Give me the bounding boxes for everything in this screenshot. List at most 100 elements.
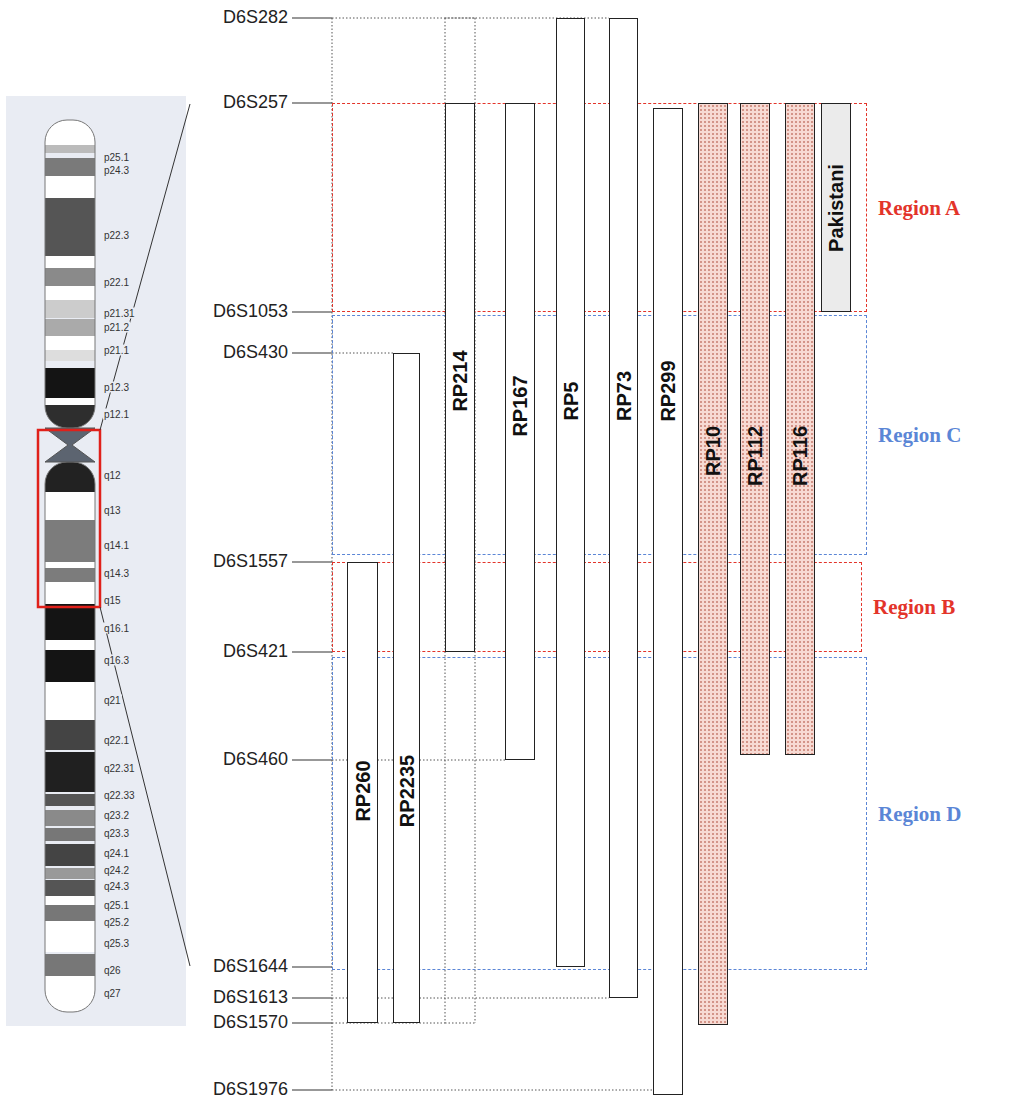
- marker-name: D6S282: [0, 8, 288, 28]
- band-name: p12.1: [103, 409, 130, 420]
- family-label: Pakistani: [826, 164, 846, 252]
- family-interval-bar: RP299: [653, 108, 683, 1095]
- marker-tick: [292, 651, 332, 652]
- chromosome-band: [45, 828, 95, 841]
- band-name: p21.2: [103, 322, 130, 333]
- chromosome-band: [45, 844, 95, 866]
- chromosome-band: [45, 720, 95, 750]
- chromosome-band: [45, 350, 95, 361]
- chromosome-band: [45, 880, 95, 896]
- chromosome-band: [45, 336, 95, 350]
- band-name: q13: [103, 505, 122, 516]
- region-highlight-box: [38, 430, 100, 607]
- band-name: q26: [103, 965, 122, 976]
- band-name: p21.1: [103, 345, 130, 356]
- zoom-line: [100, 607, 190, 966]
- marker-name: D6S257: [0, 93, 288, 113]
- family-label: RP10: [703, 426, 723, 476]
- region-label: Region A: [878, 195, 960, 220]
- marker-tick: [292, 352, 332, 353]
- marker-name: D6S1613: [0, 988, 288, 1008]
- chromosome-bands: [45, 120, 95, 1012]
- chromosome-band: [45, 176, 95, 198]
- chromosome-band: [45, 868, 95, 879]
- chromosome-band: [45, 398, 95, 405]
- marker-tick: [292, 1089, 332, 1090]
- marker-name: D6S421: [0, 642, 288, 662]
- family-label: RP260: [353, 760, 373, 821]
- family-interval-bar: RP167: [505, 103, 535, 760]
- recombination-guide: [332, 1090, 653, 1091]
- family-interval-bar: RP116: [785, 103, 815, 755]
- band-name: q12: [103, 470, 122, 481]
- family-interval-bar: Pakistani: [821, 103, 851, 312]
- marker-guides: [292, 18, 653, 1090]
- band-name: q14.1: [103, 540, 130, 551]
- band-name: p24.3: [103, 165, 130, 176]
- chromosome-band: [45, 905, 95, 921]
- chromosome-band: [45, 640, 95, 650]
- band-name: q24.3: [103, 881, 130, 892]
- band-name: p22.1: [103, 277, 130, 288]
- family-label: RP214: [450, 350, 470, 411]
- zoom-line: [100, 104, 190, 430]
- recombination-guide: [445, 18, 475, 19]
- family-label: RP299: [658, 360, 678, 421]
- family-interval-bar: RP73: [609, 18, 638, 998]
- marker-name: D6S1557: [0, 552, 288, 572]
- chromosome-band: [45, 520, 95, 562]
- band-name: q27: [103, 988, 122, 999]
- family-label: RP116: [790, 426, 810, 486]
- marker-tick: [292, 17, 332, 18]
- family-label: RP73: [614, 371, 634, 421]
- chromosome-band: [45, 896, 95, 905]
- band-name: q25.2: [103, 917, 130, 928]
- family-label: RP5: [561, 382, 581, 421]
- chromosome-band: [45, 562, 95, 568]
- marker-tick: [292, 997, 332, 998]
- marker-name: D6S1644: [0, 957, 288, 977]
- marker-name: D6S1570: [0, 1013, 288, 1033]
- marker-tick: [292, 1022, 332, 1023]
- band-name: p12.3: [103, 382, 130, 393]
- band-name: q25.1: [103, 900, 130, 911]
- family-interval-bar: RP260: [347, 562, 378, 1023]
- family-interval-bar: RP2235: [393, 353, 420, 1023]
- band-name: q24.1: [103, 848, 130, 859]
- band-name: p21.31: [103, 308, 136, 319]
- family-label: RP112: [745, 426, 765, 486]
- marker-name: D6S1976: [0, 1080, 288, 1100]
- family-interval-bar: RP10: [698, 103, 728, 1025]
- chromosome-band: [45, 268, 95, 286]
- chromosome-band: [45, 604, 95, 640]
- band-name: q21: [103, 695, 122, 706]
- recombination-guide: [445, 1023, 475, 1024]
- family-label: RP167: [510, 375, 530, 436]
- band-name: q15: [103, 595, 122, 606]
- band-name: q22.33: [103, 790, 136, 801]
- region-label: Region D: [878, 801, 961, 826]
- chromosome-band: [45, 300, 95, 318]
- chromosome-band: [45, 120, 95, 145]
- band-name: q22.1: [103, 735, 130, 746]
- chromosome-band: [45, 921, 95, 952]
- family-interval-bar: RP5: [556, 18, 585, 967]
- chromosome-band: [45, 145, 95, 153]
- ideogram-panel: [6, 96, 186, 1026]
- family-label: RP2235: [397, 755, 417, 827]
- family-interval-bar: RP112: [740, 103, 770, 755]
- marker-name: D6S1053: [0, 302, 288, 322]
- band-name: q14.3: [103, 568, 130, 579]
- chromosome-band: [45, 810, 95, 826]
- band-name: p25.1: [103, 152, 130, 163]
- marker-tick: [292, 759, 332, 760]
- chromosome-band: [45, 198, 95, 256]
- marker-tick: [292, 966, 332, 967]
- band-name: q16.1: [103, 623, 130, 634]
- marker-name: D6S430: [0, 343, 288, 363]
- band-name: q22.31: [103, 763, 136, 774]
- marker-name: D6S460: [0, 750, 288, 770]
- region-label: Region B: [873, 595, 955, 620]
- chromosome-band: [45, 319, 95, 336]
- chromosome-band: [45, 405, 95, 428]
